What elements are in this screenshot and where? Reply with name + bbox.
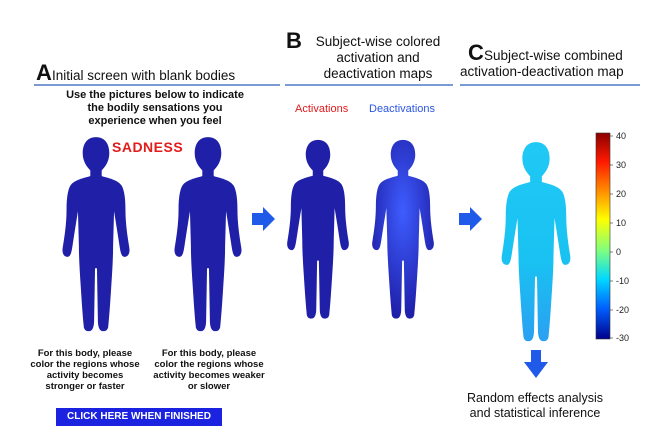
panel-c-rule — [460, 84, 640, 86]
colorbar-tick: 40 — [616, 131, 627, 141]
colorbar-tick: -30 — [616, 333, 630, 343]
panel-c-letter: C — [468, 40, 484, 65]
random-effects-text: Random effects analysis and statistical … — [467, 391, 603, 420]
arrow-a-to-b-icon — [252, 207, 275, 231]
deactivation-map-body — [372, 139, 434, 319]
panel-b-title: Subject-wise colored activation and deac… — [315, 34, 441, 81]
panel-c-title: Subject-wise combined activation-deactiv… — [460, 48, 624, 79]
panel-a-title: Initial screen with blank bodies — [52, 68, 236, 83]
emotion-word: SADNESS — [112, 139, 184, 155]
caption-weaker: For this body, please color the regions … — [153, 348, 265, 392]
deactivations-label: Deactivations — [369, 103, 436, 115]
finish-button[interactable]: CLICK HERE WHEN FINISHED — [56, 408, 222, 426]
panel-a-rule — [34, 84, 280, 86]
panel-a-letter: A — [36, 60, 52, 85]
panel-b-rule — [285, 84, 453, 86]
arrow-b-to-c-icon — [459, 207, 482, 231]
colorbar-tick: -20 — [616, 305, 630, 315]
colorbar-tick: 0 — [616, 247, 622, 257]
colorbar-tick: 20 — [616, 189, 627, 199]
panel-a-instruction: Use the pictures below to indicate the b… — [66, 89, 244, 127]
arrow-down-icon — [524, 350, 548, 378]
colorbar — [595, 132, 611, 340]
colorbar-tick: 10 — [616, 218, 627, 228]
blank-body-left[interactable] — [62, 137, 130, 332]
activations-label: Activations — [295, 103, 349, 115]
panel-b-letter: B — [286, 28, 302, 53]
combined-map-body — [501, 142, 571, 342]
colorbar-tick: 30 — [616, 160, 627, 170]
caption-stronger: For this body, please color the regions … — [30, 348, 140, 392]
colorbar-tick: -10 — [616, 276, 630, 286]
blank-body-right[interactable] — [174, 137, 242, 332]
activation-map-body — [287, 139, 349, 319]
